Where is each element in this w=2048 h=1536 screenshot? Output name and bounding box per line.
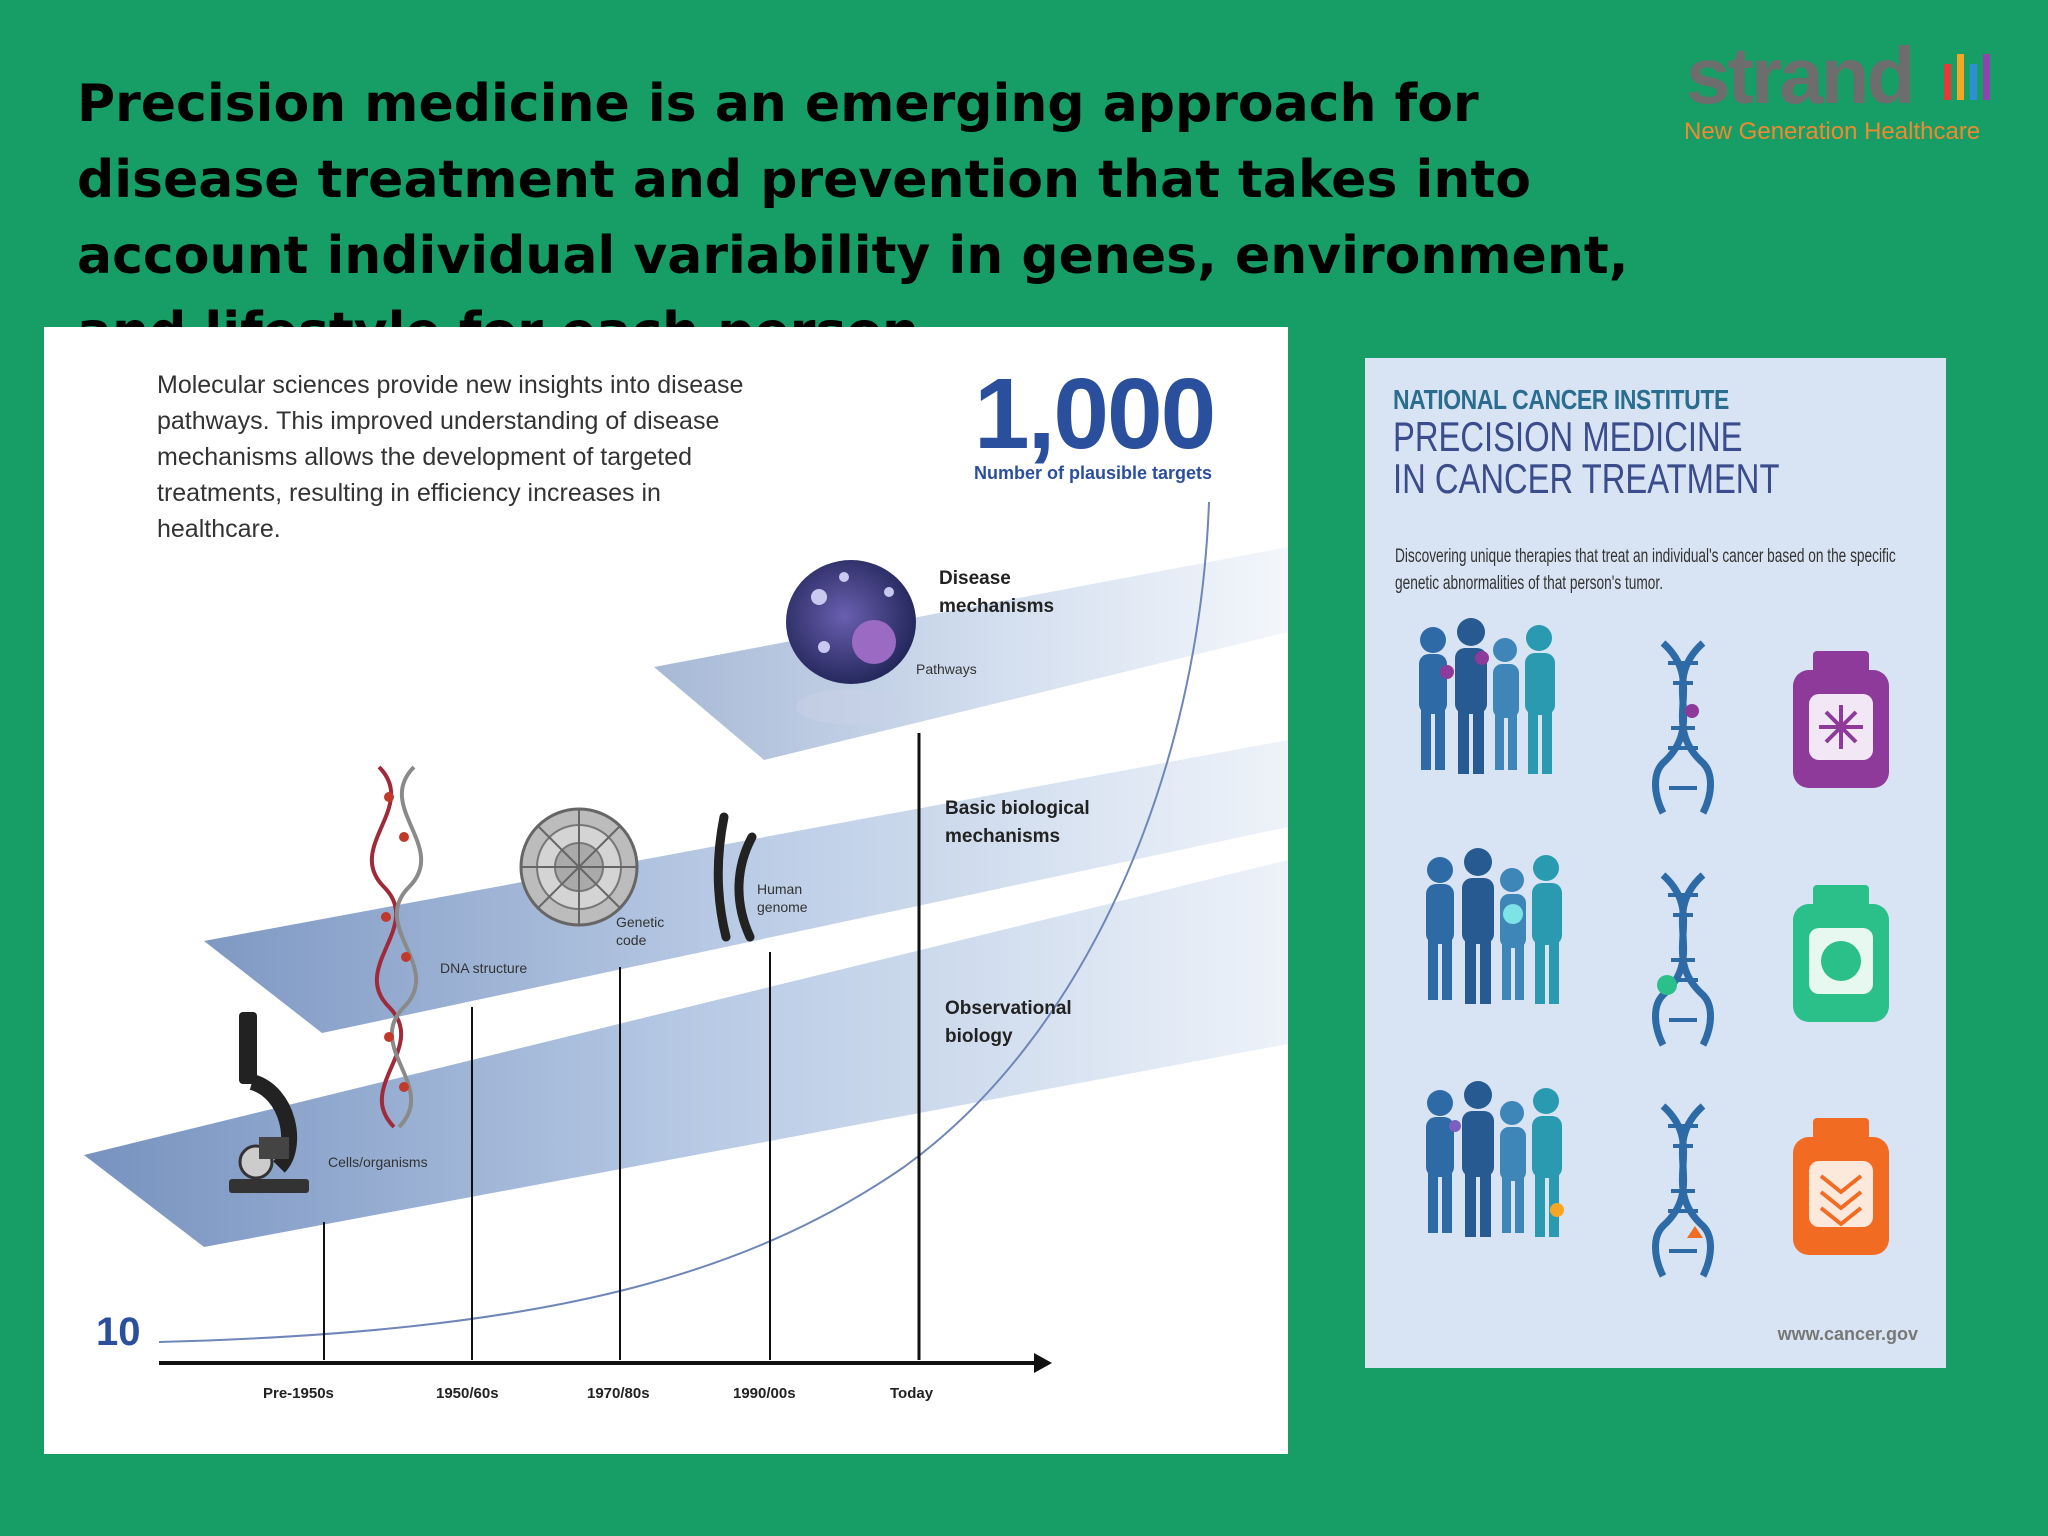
band-observational [84, 860, 1288, 1247]
cell-icon [786, 560, 916, 725]
nci-infographic: NATIONAL CANCER INSTITUTE PRECISION MEDI… [1365, 358, 1946, 1368]
nci-title-line1: PRECISION MEDICINE [1393, 413, 1743, 460]
dna-helix-icon [369, 765, 424, 1129]
targets-caption: Number of plausible targets [974, 463, 1213, 483]
logo-tagline: New Generation Healthcare [1684, 118, 1981, 145]
logo-word: strand [1686, 31, 1915, 120]
tick-pre-1950s: Pre-1950s [263, 1385, 334, 1402]
medicine-bottle-icon-orange [1793, 1118, 1889, 1255]
genetic-code-wheel-icon [519, 807, 639, 927]
infographic-artwork [84, 501, 1288, 1373]
intro-text: Molecular sciences provide new insights … [157, 371, 744, 543]
nci-title: PRECISION MEDICINE IN CANCER TREATMENT [1393, 416, 1779, 500]
strand-logo: strand New Generation Healthcare [1680, 31, 2000, 148]
headline-bold: Precision medicine [77, 74, 630, 134]
logo-bars-icon [1944, 54, 1990, 100]
axis-arrow-icon [1034, 1353, 1052, 1373]
nci-org-name: NATIONAL CANCER INSTITUTE [1393, 384, 1729, 415]
nci-description: Discovering unique therapies that treat … [1395, 546, 1896, 594]
people-group-icon-2 [1426, 848, 1562, 1004]
people-group-icon-1 [1419, 618, 1555, 774]
label-genetic-code: Genetic code [616, 914, 665, 948]
headline-rest: is an emerging approach for disease trea… [77, 74, 1629, 362]
nci-url: www.cancer.gov [1777, 1324, 1918, 1344]
dna-icon-3 [1656, 1106, 1711, 1276]
medicine-bottle-icon-green [1793, 885, 1889, 1022]
level-basic-biological: Basic biological mechanisms [945, 798, 1090, 847]
axis-start-value: 10 [96, 1310, 141, 1354]
targets-count: 1,000 [974, 358, 1216, 470]
nci-title-line2: IN CANCER TREATMENT [1393, 455, 1780, 502]
tick-1970-80s: 1970/80s [587, 1385, 650, 1402]
growth-curve [158, 501, 1210, 1343]
label-pathways: Pathways [916, 661, 977, 677]
level-observational-biology: Observational biology [945, 998, 1072, 1047]
tick-1990-00s: 1990/00s [733, 1385, 796, 1402]
nci-artwork [1419, 618, 1889, 1368]
label-dna-structure: DNA structure [440, 960, 528, 976]
dna-icon-2 [1656, 875, 1711, 1045]
medicine-bottle-icon-purple [1793, 651, 1889, 788]
dna-icon-1 [1656, 643, 1711, 813]
band-basic [204, 740, 1288, 1033]
tick-today: Today [890, 1385, 934, 1402]
tick-1950-60s: 1950/60s [436, 1385, 499, 1402]
label-cells-organisms: Cells/organisms [328, 1154, 428, 1170]
level-disease-mechanisms: Disease mechanisms [939, 568, 1055, 617]
people-group-icon-3 [1426, 1081, 1562, 1237]
targets-infographic: Molecular sciences provide new insights … [44, 327, 1288, 1454]
microscope-icon [229, 1012, 309, 1193]
label-human-genome: Human genome [757, 881, 808, 915]
headline: Precision medicine is an emerging approa… [77, 66, 1677, 370]
chromosome-icon [713, 812, 757, 942]
